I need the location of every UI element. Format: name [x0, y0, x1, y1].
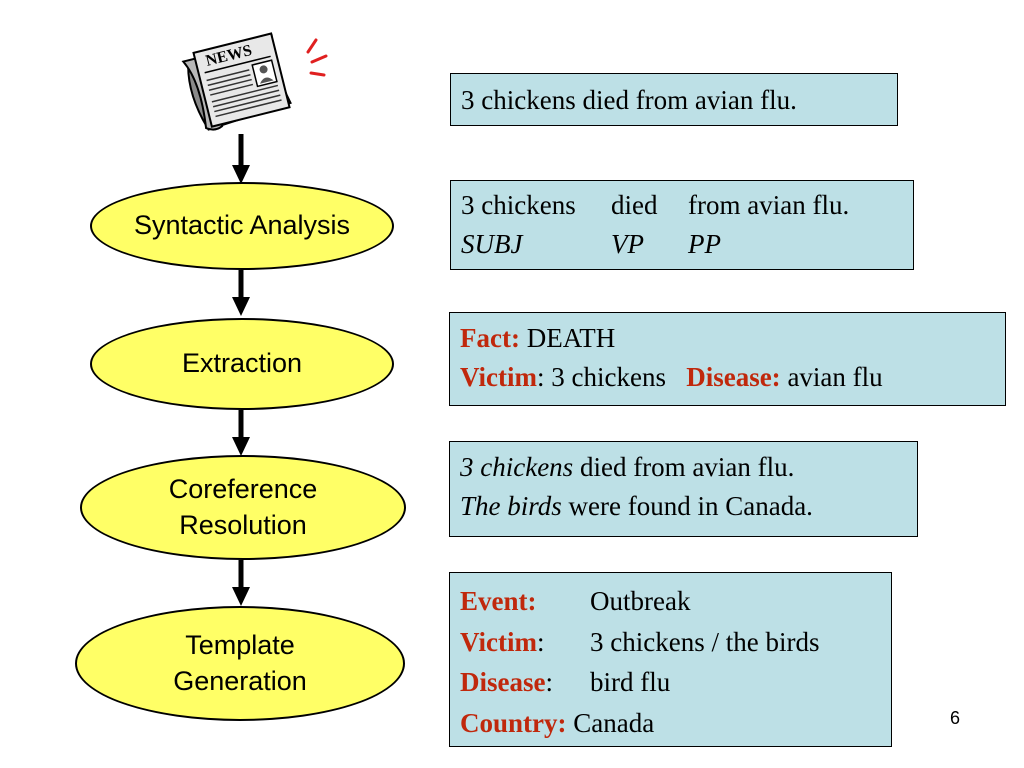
- coref-line-2: The birds were found in Canada.: [460, 487, 917, 526]
- raw-sentence-box: 3 chickens died from avian flu.: [450, 73, 898, 126]
- template-disease-value: bird flu: [590, 667, 671, 697]
- stage-extraction: Extraction: [90, 318, 394, 410]
- extraction-box: Fact: DEATH Victim: 3 chickens Disease: …: [449, 312, 1006, 406]
- template-disease-label: Disease: [460, 667, 546, 697]
- coref-line-1: 3 chickens died from avian flu.: [460, 448, 917, 487]
- template-country-value: Canada: [573, 707, 655, 738]
- template-victim-row: Victim: 3 chickens / the birds: [460, 622, 891, 663]
- raw-sentence: 3 chickens died from avian flu.: [461, 85, 797, 115]
- arrow-down: [232, 560, 250, 606]
- template-box: Event: Outbreak Victim: 3 chickens / the b…: [449, 572, 892, 747]
- syntax-tag: VP: [611, 229, 644, 260]
- victim-label: Victim: [460, 362, 537, 393]
- victim-colon: :: [536, 362, 545, 393]
- page-number: 6: [950, 708, 961, 728]
- fact-value: DEATH: [526, 323, 616, 353]
- coreference-box: 3 chickens died from avian flu. The bird…: [449, 441, 918, 537]
- syntax-tag: SUBJ: [461, 229, 523, 260]
- arrow-down: [232, 410, 250, 456]
- victim-disease-row: Victim: 3 chickens Disease: avian flu: [460, 358, 1005, 397]
- template-disease-row: Disease: bird flu: [460, 662, 891, 703]
- template-victim-label: Victim: [460, 626, 537, 657]
- fact-row: Fact: DEATH: [460, 319, 1005, 358]
- event-value: Outbreak: [590, 586, 691, 616]
- template-victim-colon: :: [536, 626, 545, 657]
- fact-label: Fact:: [460, 323, 520, 353]
- template-country-row: Country: Canada: [460, 703, 891, 744]
- coref-text: died from avian flu.: [573, 452, 795, 482]
- template-victim-value: 3 chickens / the birds: [590, 626, 820, 657]
- syntax-word: 3 chickens: [461, 190, 576, 220]
- syntax-tags-row: SUBJ VP PP: [461, 225, 913, 264]
- stage-template-generation: Template Generation: [75, 606, 405, 721]
- stage-label: Extraction: [181, 348, 303, 379]
- stage-syntactic-analysis: Syntactic Analysis: [90, 182, 394, 270]
- stage-label-line: Template: [185, 630, 295, 661]
- coref-mention: The birds: [460, 491, 562, 522]
- event-label: Event:: [460, 586, 537, 616]
- syntax-word: died: [611, 190, 658, 220]
- coref-mention: 3 chickens: [460, 452, 574, 482]
- stage-coreference-resolution: Coreference Resolution: [80, 455, 406, 560]
- newspaper-icon: NEWS: [181, 32, 328, 131]
- template-country-label: Country:: [460, 707, 567, 738]
- stage-label-line: Generation: [173, 665, 307, 696]
- arrow-down: [232, 134, 250, 184]
- syntax-words-row: 3 chickens died from avian flu.: [461, 186, 913, 225]
- coref-text: were found in Canada.: [561, 491, 813, 522]
- victim-value: 3 chickens: [551, 362, 666, 393]
- syntax-tag: PP: [688, 229, 721, 260]
- stage-label: Syntactic Analysis: [133, 210, 351, 241]
- emphasis-marks: [306, 38, 328, 77]
- stage-label-line: Resolution: [179, 509, 307, 540]
- event-row: Event: Outbreak: [460, 581, 891, 622]
- syntax-box: 3 chickens died from avian flu. SUBJ VP PP: [450, 180, 914, 270]
- template-disease-colon: :: [545, 667, 553, 697]
- disease-value: avian flu: [787, 362, 883, 393]
- syntax-word: from avian flu.: [688, 190, 850, 220]
- arrow-down: [232, 270, 250, 316]
- stage-label-line: Coreference: [168, 474, 318, 505]
- disease-label: Disease:: [686, 362, 781, 393]
